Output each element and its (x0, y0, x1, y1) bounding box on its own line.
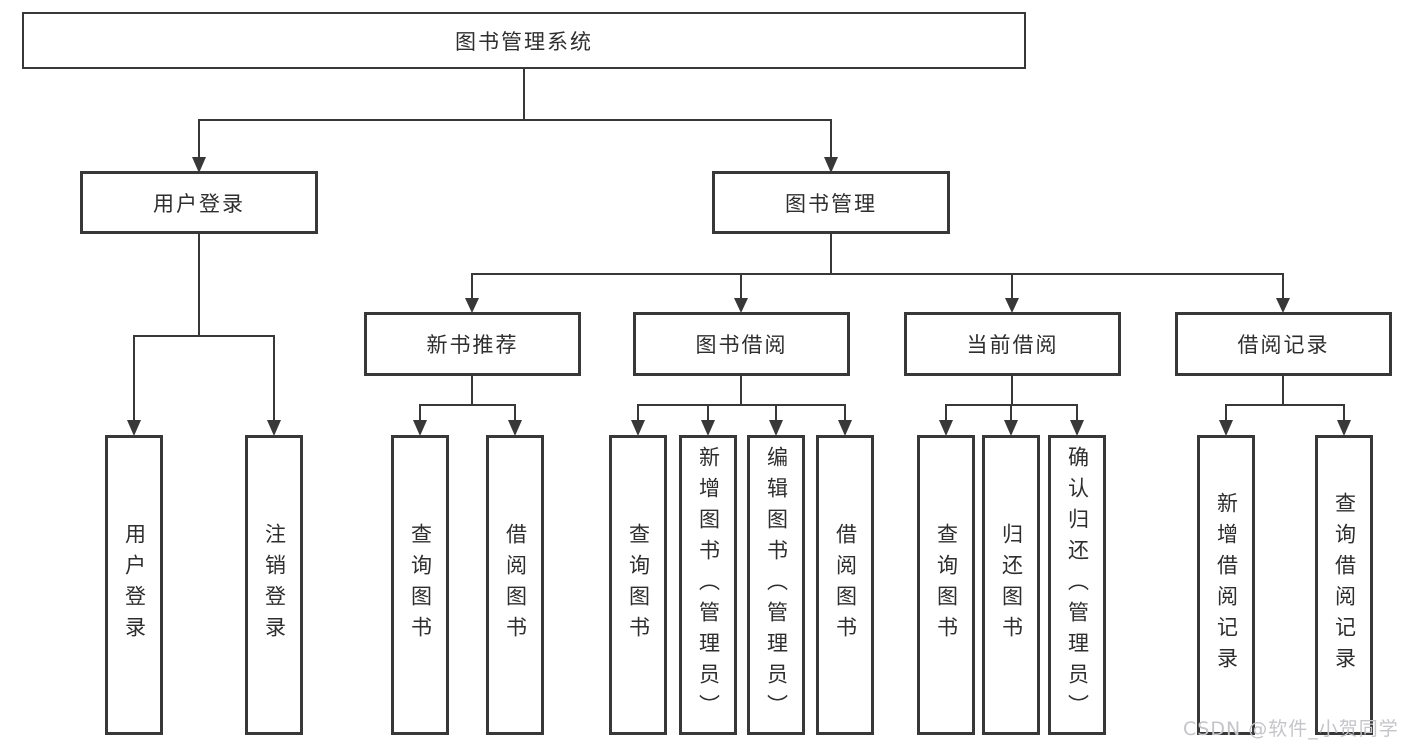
node-new-book-recommendation: 新书推荐 (364, 312, 581, 376)
node-user-login-action: 用户登录 (105, 435, 163, 735)
node-query-books-recommendation: 查询图书 (391, 435, 449, 735)
node-add-book-admin: 新增图书（管理员） (679, 435, 737, 735)
node-add-borrowing-record: 新增借阅记录 (1197, 435, 1255, 735)
node-borrow-books-recommendation: 借阅图书 (486, 435, 544, 735)
node-confirm-return-admin: 确认归还（管理员） (1048, 435, 1106, 735)
node-book-borrowing: 图书借阅 (633, 312, 850, 376)
node-query-borrowing-record: 查询借阅记录 (1315, 435, 1373, 735)
node-return-books: 归还图书 (982, 435, 1040, 735)
node-library-management-system: 图书管理系统 (22, 12, 1026, 69)
node-user-login: 用户登录 (80, 171, 318, 234)
node-current-borrowing: 当前借阅 (904, 312, 1121, 376)
node-borrow-books-borrowing: 借阅图书 (816, 435, 874, 735)
node-edit-book-admin: 编辑图书（管理员） (747, 435, 805, 735)
node-query-books-current: 查询图书 (917, 435, 975, 735)
node-logout: 注销登录 (245, 435, 303, 735)
node-book-management: 图书管理 (712, 171, 950, 234)
node-query-books-borrowing: 查询图书 (609, 435, 667, 735)
watermark: CSDN @软件_小贺同学 (1183, 718, 1399, 740)
node-borrowing-records: 借阅记录 (1175, 312, 1392, 376)
